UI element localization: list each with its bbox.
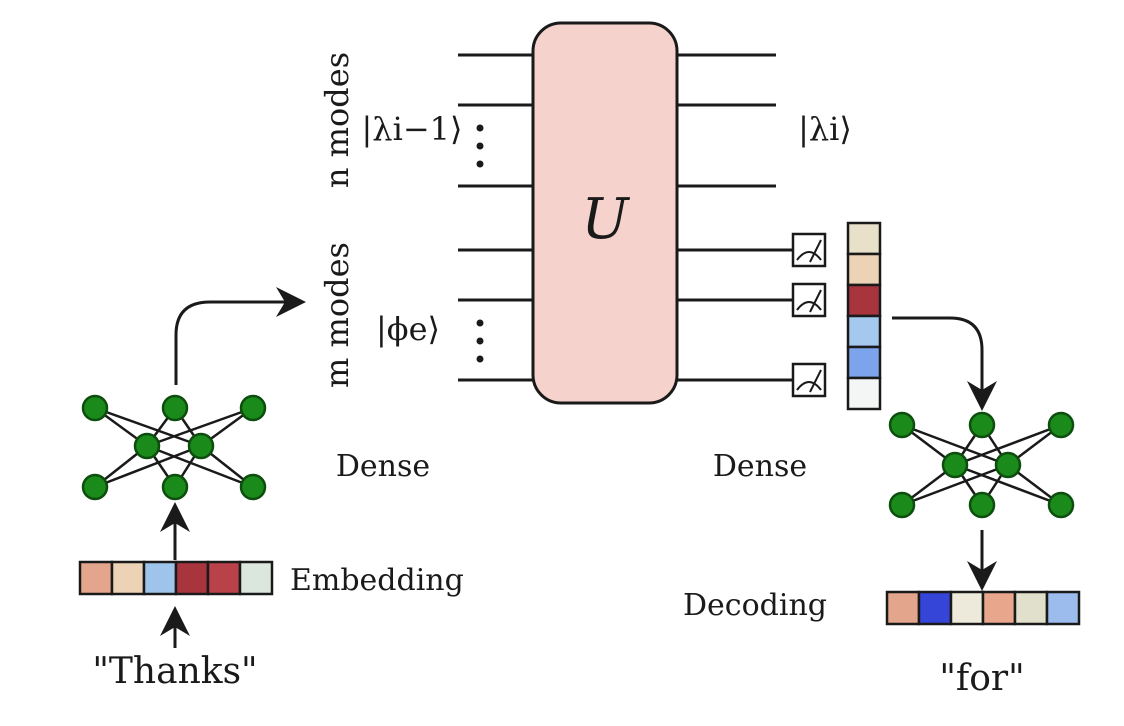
meter-icon: [791, 362, 827, 398]
embedding-cell: [110, 560, 146, 596]
arrow-to-circuit: [174, 287, 306, 385]
input-state-phi: |ϕe⟩: [376, 310, 440, 348]
unitary-box: [531, 21, 679, 405]
measurement-cell: [846, 221, 882, 256]
embedding-cell: [78, 560, 114, 596]
meter-icon: [791, 232, 827, 268]
measurement-cell: [846, 252, 882, 287]
embedding-cell: [174, 560, 210, 596]
measurement-meters: [791, 232, 827, 398]
dense-label-left: Dense: [336, 449, 430, 484]
dense-network-left: [81, 394, 267, 501]
measurement-cell: [846, 345, 882, 380]
decoding-cell: [917, 590, 953, 626]
decoding-vector: [885, 590, 1081, 626]
embedding-vector: [78, 560, 274, 596]
decoding-cell: [885, 590, 921, 626]
arrow-to-decoder: [892, 316, 997, 411]
output-state-lambda: |λi⟩: [798, 110, 852, 148]
input-wires: [458, 53, 535, 382]
unitary-label: U: [581, 187, 630, 252]
input-state-lambda: |λi−1⟩: [362, 110, 463, 148]
embedding-cell: [206, 560, 242, 596]
meter-icon: [791, 282, 827, 318]
measurement-vector: [846, 221, 882, 411]
measurement-cell: [846, 376, 882, 411]
top-register-ellipsis: [476, 124, 484, 168]
decoding-cell: [981, 590, 1017, 626]
dense-network-right: [888, 411, 1075, 519]
decoding-cell: [1013, 590, 1049, 626]
m-modes-label: m modes: [318, 242, 356, 388]
n-modes-label: n modes: [318, 52, 356, 188]
output-token: "for": [939, 658, 1024, 699]
embedding-label: Embedding: [290, 563, 464, 598]
decoding-cell: [1045, 590, 1081, 626]
input-token: "Thanks": [92, 651, 257, 692]
measurement-cell: [846, 314, 882, 349]
embedding-cell: [142, 560, 178, 596]
bottom-register-ellipsis: [476, 319, 484, 363]
decoding-label: Decoding: [683, 588, 827, 623]
embedding-cell: [238, 560, 274, 596]
decoding-cell: [949, 590, 985, 626]
output-wires: [675, 53, 793, 382]
dense-label-right: Dense: [713, 449, 807, 484]
measurement-cell: [846, 283, 882, 318]
